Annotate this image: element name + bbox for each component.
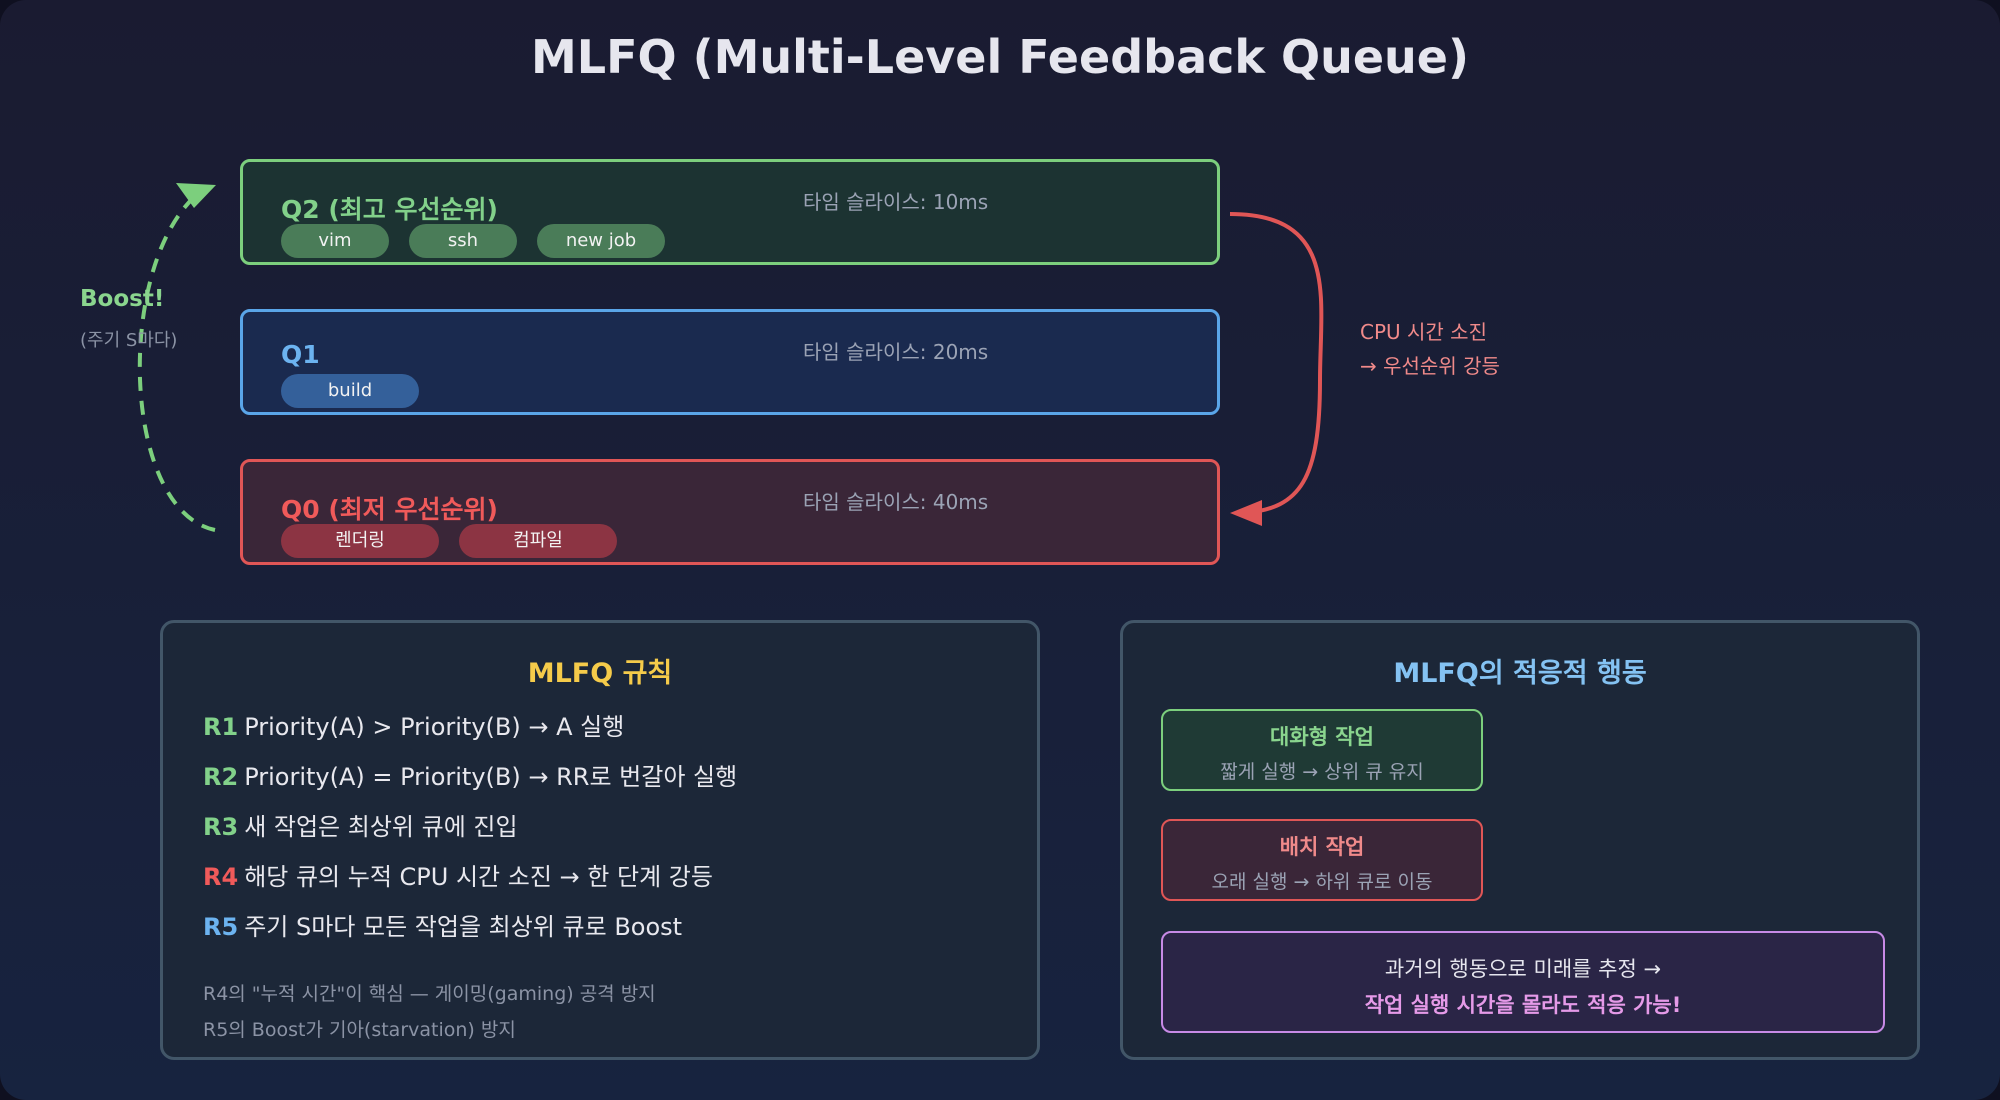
demote-label-line2: → 우선순위 강등 xyxy=(1360,354,1500,378)
queue-q2: Q2 (최고 우선순위) 타임 슬라이스: 10ms vim ssh new j… xyxy=(240,159,1220,265)
job-rendering: 렌더링 xyxy=(281,524,439,558)
interactive-job-desc: 짧게 실행 → 상위 큐 유지 xyxy=(1220,761,1424,783)
job-build: build xyxy=(281,374,419,408)
interactive-job-title: 대화형 작업 xyxy=(1270,725,1374,749)
rule-r4-text: 해당 큐의 누적 CPU 시간 소진 → 한 단계 강등 xyxy=(244,863,713,891)
demote-label-line1: CPU 시간 소진 xyxy=(1360,320,1487,344)
rules-note-1: R4의 "누적 시간"이 핵심 — 게이밍(gaming) 공격 방지 xyxy=(203,983,656,1005)
summary-box: 과거의 행동으로 미래를 추정 → 작업 실행 시간을 몰라도 적응 가능! xyxy=(1161,931,1885,1033)
summary-line-2: 작업 실행 시간을 몰라도 적응 가능! xyxy=(1364,993,1682,1017)
boost-arrowhead xyxy=(176,183,216,208)
job-new-job: new job xyxy=(537,224,665,258)
rule-r1-text: Priority(A) > Priority(B) → A 실행 xyxy=(244,713,625,741)
diagram-title: MLFQ (Multi-Level Feedback Queue) xyxy=(530,30,1469,84)
queue-q1: Q1 타임 슬라이스: 20ms build xyxy=(240,309,1220,415)
queue-q0-time-slice: 타임 슬라이스: 40ms xyxy=(803,490,989,514)
queue-q1-label: Q1 xyxy=(281,340,320,369)
rule-r5-text: 주기 S마다 모든 작업을 최상위 큐로 Boost xyxy=(244,913,683,941)
adaptive-panel: MLFQ의 적응적 행동 대화형 작업 짧게 실행 → 상위 큐 유지 배치 작… xyxy=(1120,620,1920,1060)
rule-r3-id: R3 xyxy=(203,813,239,841)
rule-r4-id: R4 xyxy=(203,863,239,891)
rule-r5-id: R5 xyxy=(203,913,239,941)
boost-arrow xyxy=(137,190,216,532)
batch-job-box: 배치 작업 오래 실행 → 하위 큐로 이동 xyxy=(1161,819,1483,901)
rules-title: MLFQ 규칙 xyxy=(527,658,673,689)
interactive-job-box: 대화형 작업 짧게 실행 → 상위 큐 유지 xyxy=(1161,709,1483,791)
queue-q1-time-slice: 타임 슬라이스: 20ms xyxy=(803,340,989,364)
queue-q0-label: Q0 (최저 우선순위) xyxy=(281,495,498,524)
boost-sublabel: (주기 S마다) xyxy=(80,330,178,351)
rule-r3-text: 새 작업은 최상위 큐에 진입 xyxy=(244,813,518,841)
boost-label: Boost! xyxy=(80,286,165,312)
rule-r2-id: R2 xyxy=(203,763,239,791)
job-ssh: ssh xyxy=(409,224,517,258)
rule-r2-text: Priority(A) = Priority(B) → RR로 번갈아 실행 xyxy=(244,763,738,791)
rules-note-2: R5의 Boost가 기아(starvation) 방지 xyxy=(203,1019,516,1041)
rule-r1-id: R1 xyxy=(203,713,239,741)
queue-q2-label: Q2 (최고 우선순위) xyxy=(281,195,498,224)
batch-job-title: 배치 작업 xyxy=(1279,835,1365,859)
adaptive-title: MLFQ의 적응적 행동 xyxy=(1393,658,1647,689)
demote-arrowhead xyxy=(1230,500,1262,526)
job-vim: vim xyxy=(281,224,389,258)
batch-job-desc: 오래 실행 → 하위 큐로 이동 xyxy=(1211,871,1433,893)
queue-q2-time-slice: 타임 슬라이스: 10ms xyxy=(803,190,989,214)
job-compile: 컴파일 xyxy=(459,524,617,558)
summary-line-1: 과거의 행동으로 미래를 추정 → xyxy=(1384,957,1662,981)
demote-arrow xyxy=(1229,212,1324,515)
queue-q0: Q0 (최저 우선순위) 타임 슬라이스: 40ms 렌더링 컴파일 xyxy=(240,459,1220,565)
